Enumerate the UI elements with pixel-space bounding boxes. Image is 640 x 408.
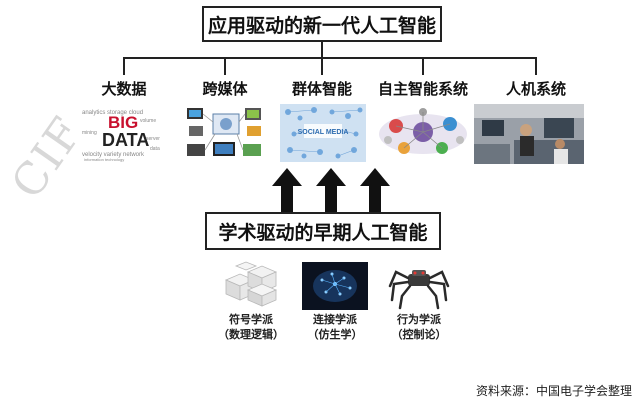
category-label-big-data: 大数据: [101, 80, 147, 98]
connector-horizontal: [123, 57, 537, 59]
svg-text:information technology: information technology: [84, 157, 124, 162]
source-note: 资料来源：中国电子学会整理: [475, 384, 632, 398]
social-media-network-icon: SOCIAL MEDIA: [280, 104, 366, 162]
connector-drop-1: [123, 57, 125, 75]
connector-stem: [321, 42, 323, 58]
connector-drop-2: [224, 57, 226, 75]
cubes-icon: [224, 261, 278, 307]
up-arrow-icon: [360, 168, 390, 212]
svg-text:mining: mining: [82, 130, 97, 136]
svg-text:DATA: DATA: [102, 130, 149, 150]
connector-drop-4: [422, 57, 424, 75]
svg-text:data: data: [150, 146, 160, 152]
svg-text:volume: volume: [140, 118, 156, 124]
category-label-human-machine: 人机系统: [505, 80, 566, 98]
new-ai-title: 应用驱动的新一代人工智能: [202, 6, 442, 42]
brain-network-icon: [302, 262, 368, 310]
autonomous-system-spheres-icon: [376, 104, 470, 162]
category-label-autonomous-systems: 自主智能系统: [377, 80, 468, 98]
up-arrow-icon: [316, 168, 346, 212]
human-machine-photo-icon: [474, 104, 584, 164]
connectionism-school-label: 连接学派 （仿生学）: [307, 313, 363, 341]
svg-text:analytics storage cloud: analytics storage cloud: [82, 110, 143, 116]
big-data-word-cloud-icon: analytics storage cloud volume velocity …: [80, 104, 172, 162]
connector-drop-3: [321, 57, 323, 75]
connector-drop-5: [535, 57, 537, 75]
svg-text:BIG: BIG: [108, 113, 138, 132]
early-ai-title: 学术驱动的早期人工智能: [205, 212, 441, 250]
svg-text:velocity variety network: velocity variety network: [82, 152, 145, 158]
cross-media-devices-icon: [183, 104, 267, 162]
up-arrow-icon: [272, 168, 302, 212]
symbolism-school-label: 符号学派 （数理逻辑）: [218, 313, 284, 341]
category-label-cross-media: 跨媒体: [202, 80, 248, 98]
svg-text:SOCIAL MEDIA: SOCIAL MEDIA: [298, 129, 349, 136]
category-label-swarm-intelligence: 群体智能: [291, 80, 352, 98]
svg-text:server: server: [146, 136, 160, 142]
behaviorism-school-label: 行为学派 （控制论）: [391, 313, 447, 341]
hexapod-robot-icon: [388, 270, 450, 310]
